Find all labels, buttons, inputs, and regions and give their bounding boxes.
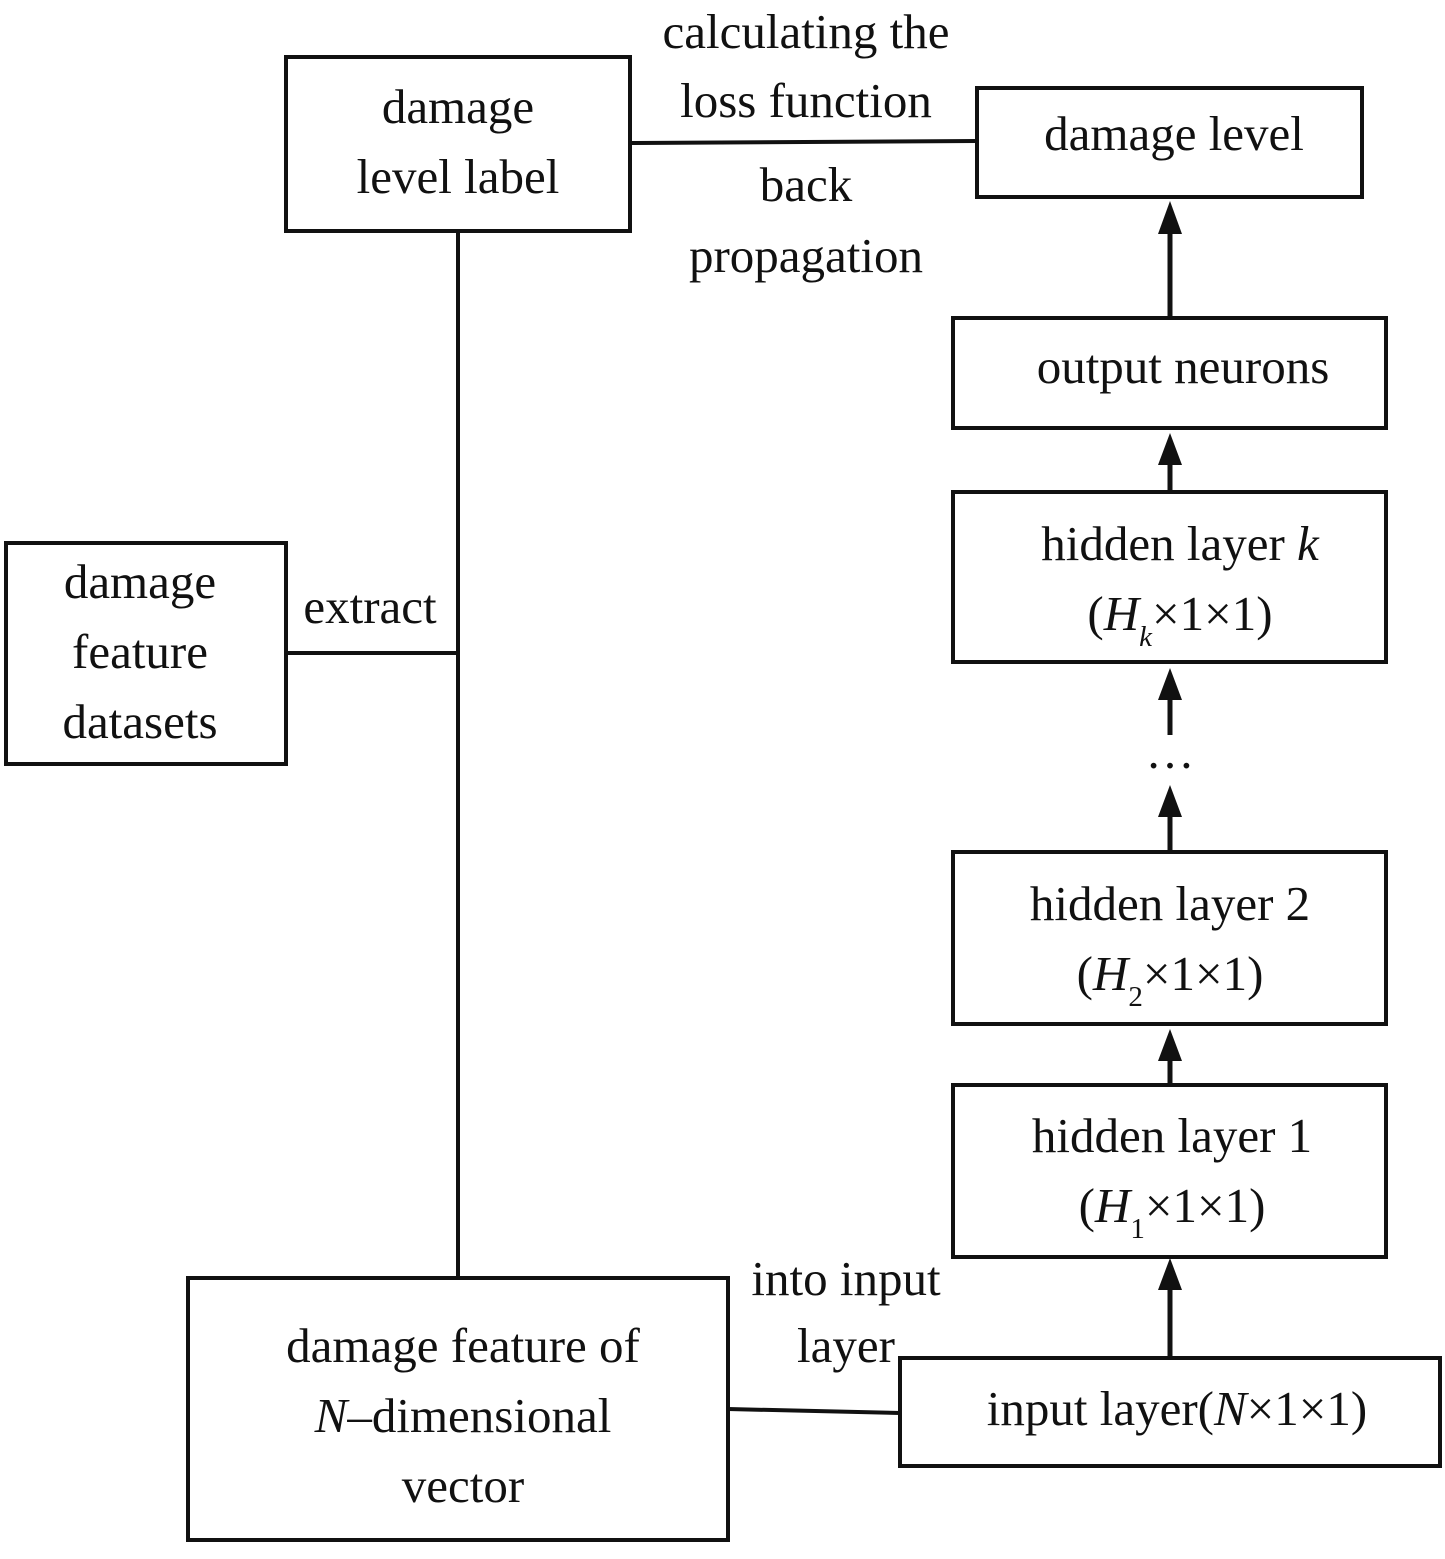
connector-vector-to-input	[727, 1407, 901, 1415]
arrow-input-to-hidden1	[1158, 1258, 1182, 1358]
hidden-layer-1-title: hidden layer 1	[1032, 1108, 1312, 1163]
hidden-layer-k-box: hidden layer k (Hk×1×1)	[951, 490, 1388, 664]
calculating-loss-line1: calculating the	[662, 4, 949, 59]
damage-feature-vector-box: damage feature of N–dimensional vector	[186, 1276, 730, 1542]
extract-label: extract	[303, 579, 437, 634]
hidden-layer-2-box: hidden layer 2 (H2×1×1)	[951, 850, 1388, 1026]
ellipsis: …	[1146, 724, 1195, 779]
datasets-line1: damage	[64, 554, 216, 609]
datasets-line3: datasets	[62, 694, 217, 749]
arrow-output-to-damage-level	[1158, 201, 1182, 318]
back-propagation-line1: back	[760, 157, 853, 212]
damage-level-label-box: damage level label	[284, 55, 632, 233]
arrow-ellipsis-to-hiddenk	[1158, 668, 1182, 735]
damage-level-text: damage level	[1044, 106, 1304, 161]
datasets-line2: feature	[72, 624, 208, 679]
output-neurons-box: output neurons	[951, 316, 1388, 430]
hidden-layer-k-dims: (Hk×1×1)	[1087, 586, 1272, 653]
hidden-layer-2-title: hidden layer 2	[1030, 876, 1310, 931]
damage-level-label-line1: damage	[382, 79, 534, 134]
calculating-loss-line2: loss function	[680, 73, 932, 128]
arrow-hiddenk-to-output	[1158, 433, 1182, 492]
into-input-layer-line2: layer	[797, 1318, 895, 1373]
damage-feature-datasets-box: damage feature datasets	[4, 541, 288, 766]
input-layer-text: input layer(N×1×1)	[987, 1381, 1368, 1436]
arrow-hidden2-to-ellipsis	[1158, 785, 1182, 852]
input-layer-box: input layer(N×1×1)	[898, 1356, 1442, 1468]
into-input-layer-line1: into input	[751, 1251, 941, 1306]
hidden-layer-k-title: hidden layer k	[1041, 516, 1320, 571]
vector-line1: damage feature of	[286, 1318, 640, 1373]
hidden-layer-1-box: hidden layer 1 (H1×1×1)	[951, 1083, 1388, 1259]
arrow-hidden1-to-hidden2	[1158, 1029, 1182, 1085]
output-neurons-text: output neurons	[1037, 339, 1330, 394]
back-propagation-line2: propagation	[689, 228, 923, 283]
vector-line2: N–dimensional	[314, 1388, 612, 1443]
hidden-layer-2-dims: (H2×1×1)	[1077, 946, 1264, 1013]
vector-line3: vector	[402, 1458, 524, 1513]
connector-label-to-output	[629, 139, 978, 145]
damage-level-box: damage level	[975, 86, 1364, 199]
damage-level-label-line2: level label	[357, 149, 560, 204]
hidden-layer-1-dims: (H1×1×1)	[1079, 1178, 1266, 1245]
